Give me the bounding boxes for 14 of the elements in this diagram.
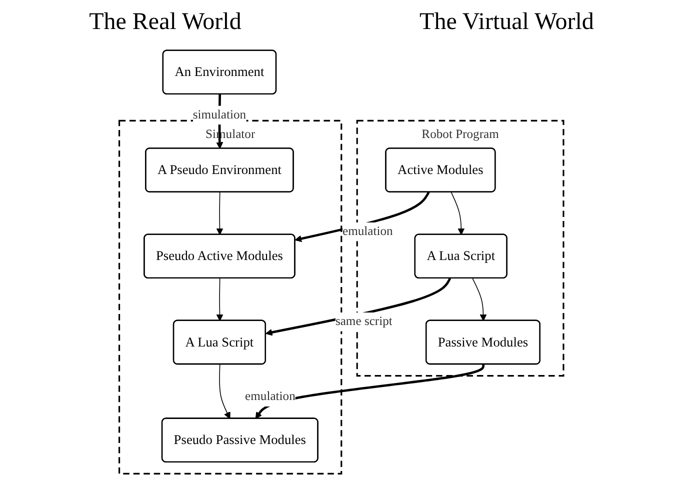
edge-label: same script [336, 314, 392, 328]
arrow [472, 278, 487, 322]
column-heading: The Real World [89, 8, 242, 36]
arrow [266, 278, 452, 336]
column-heading: The Virtual World [420, 8, 594, 36]
arrow [450, 192, 465, 235]
edge-label: simulation [193, 108, 246, 122]
edge-label: emulation [342, 224, 393, 238]
arrow [216, 192, 224, 235]
arrow [216, 278, 224, 322]
arrow [219, 364, 230, 419]
arrow [255, 364, 485, 419]
edge-label: emulation [245, 390, 296, 404]
arrow [294, 192, 430, 242]
